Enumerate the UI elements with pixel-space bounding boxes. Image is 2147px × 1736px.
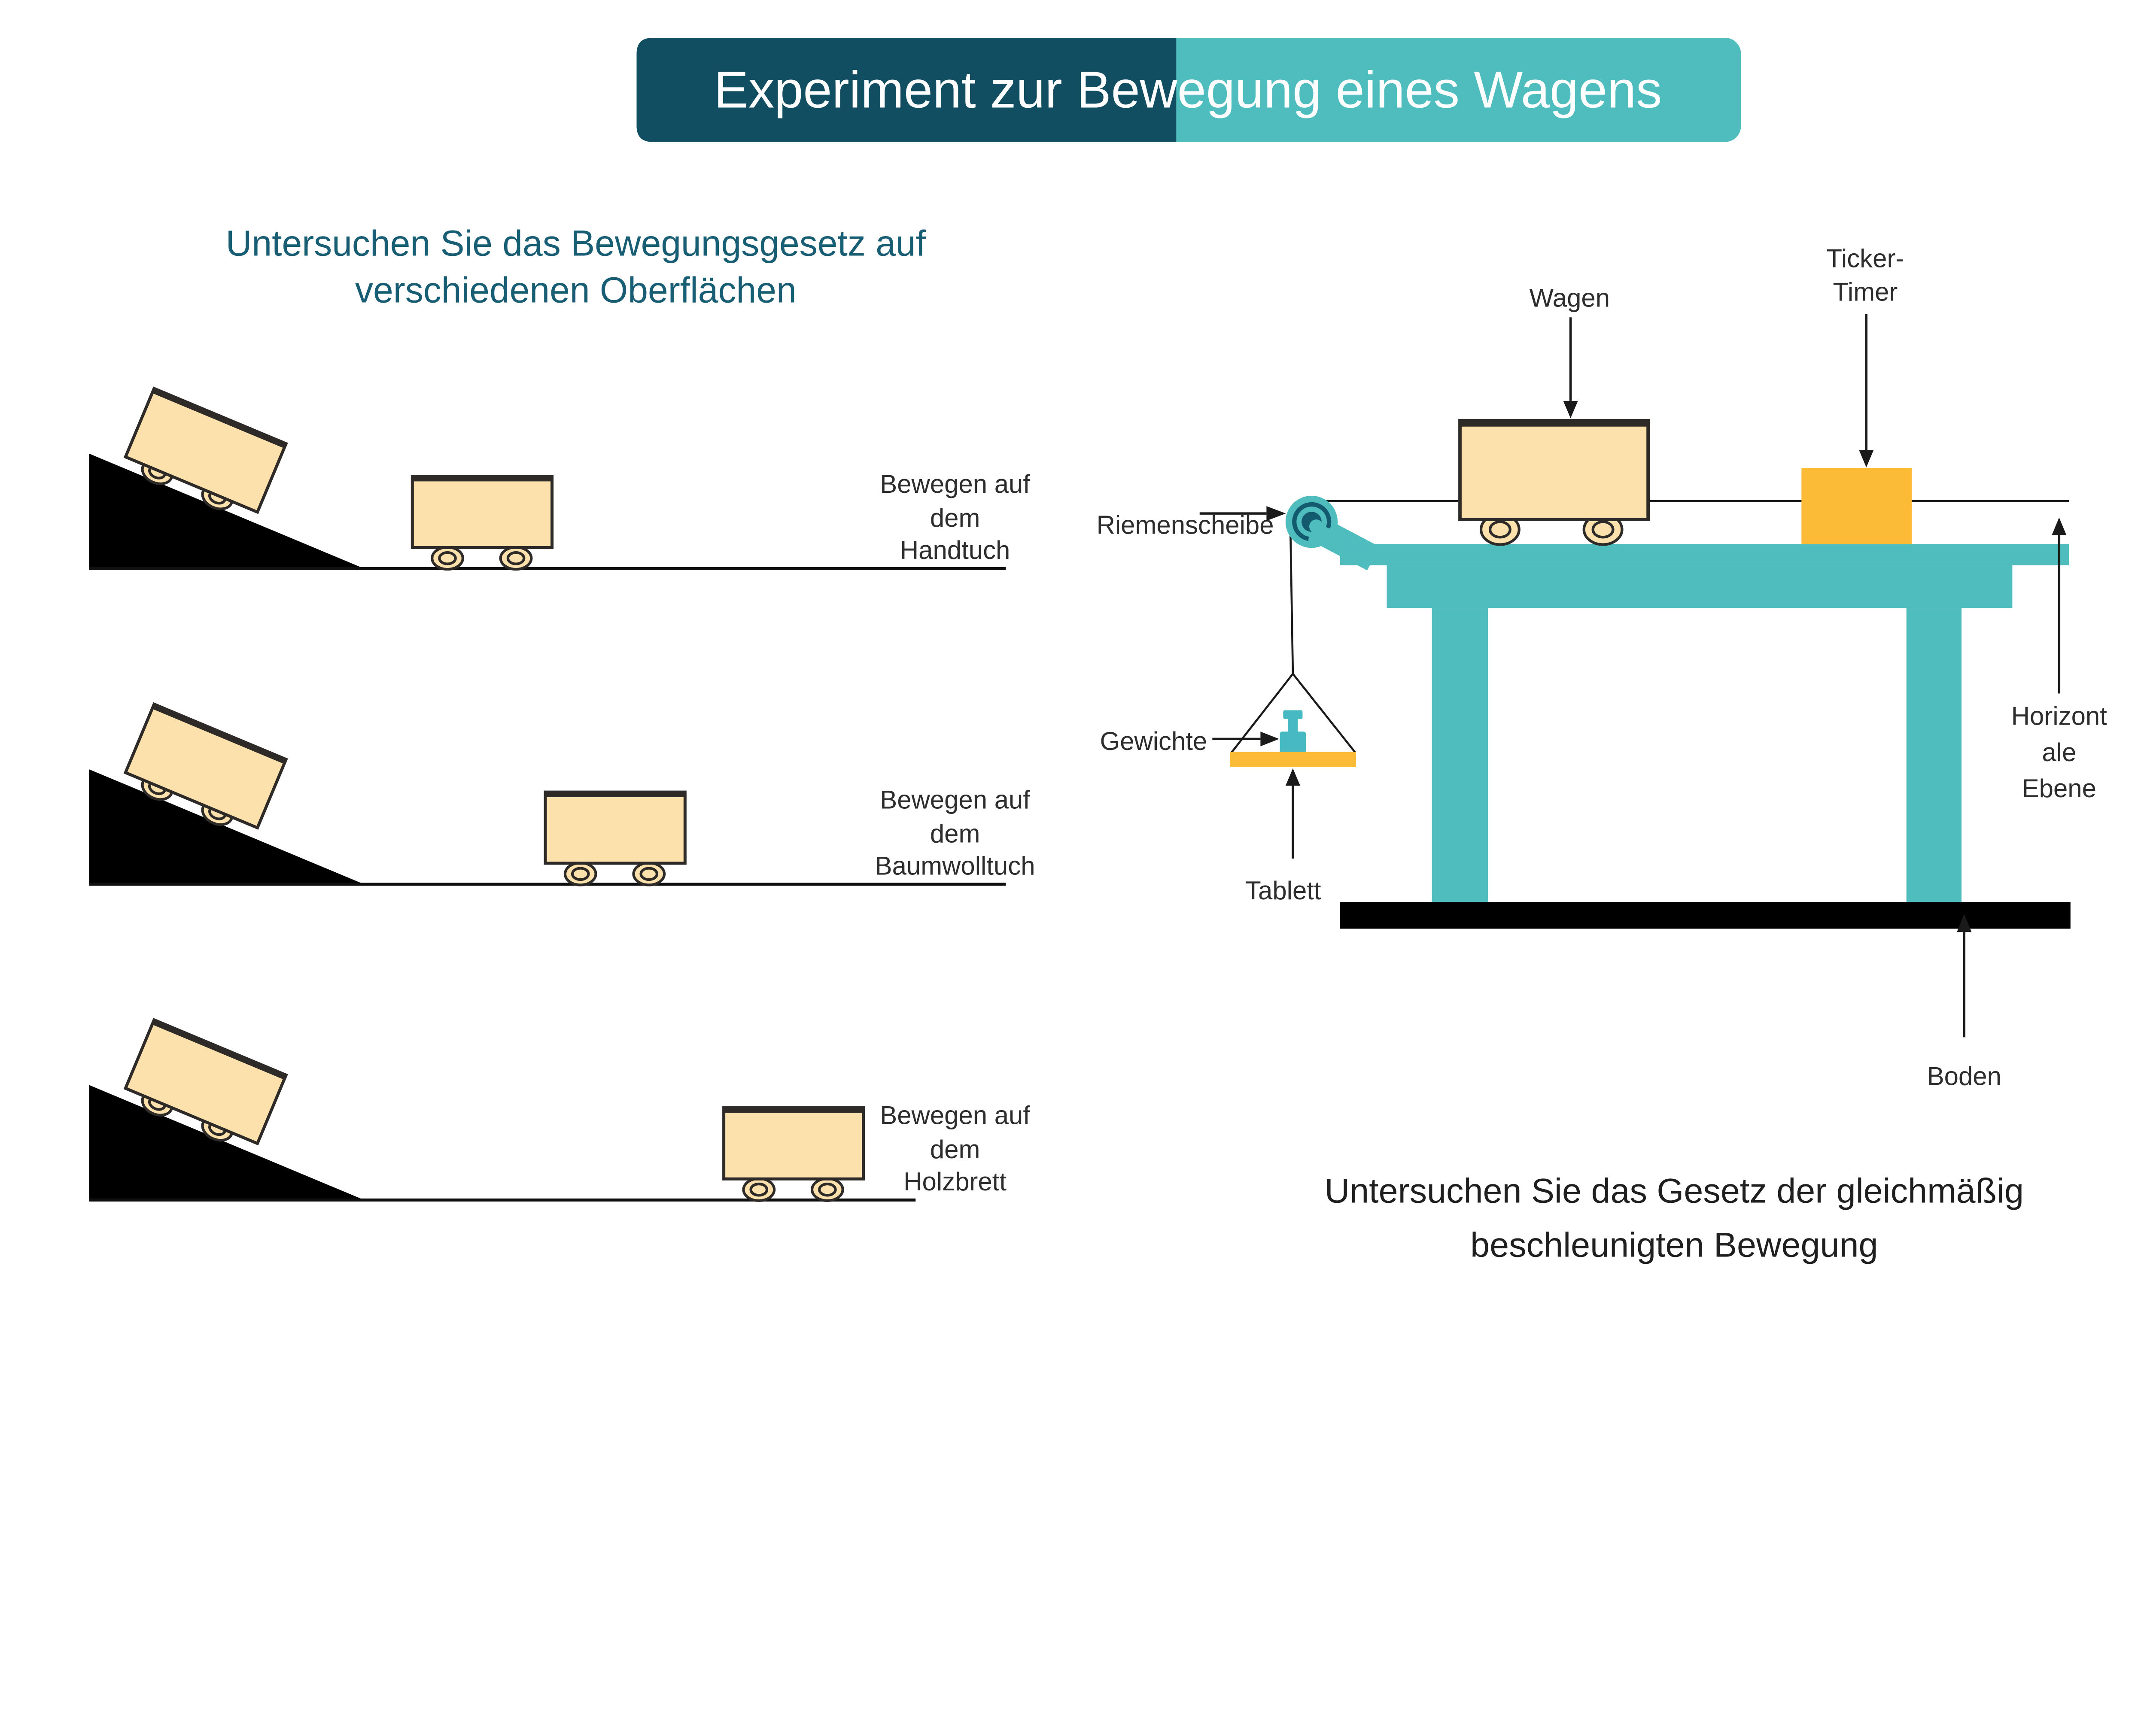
row-label-line1: Bewegen auf (880, 1101, 1030, 1130)
cart-on-ramp-icon (123, 702, 288, 830)
left-heading-line1: Untersuchen Sie das Bewegungsgesetz auf (226, 223, 926, 263)
cart-flat-icon (722, 1106, 865, 1202)
table-apron (1387, 565, 2013, 608)
left-heading: Untersuchen Sie das Bewegungsgesetz auf … (226, 223, 926, 310)
row-label-line2: dem (930, 1135, 980, 1164)
table-leg-left (1432, 608, 1488, 904)
tray (1230, 752, 1356, 767)
horizontale-arrowhead (2052, 517, 2067, 535)
row-label-line2: dem (930, 504, 980, 532)
riemenscheibe-label: Riemenscheibe (1097, 511, 1274, 540)
row-label-line3: Handtuch (900, 536, 1010, 565)
surface-row-baumwolltuch: Bewegen auf dem Baumwolltuch (89, 702, 1035, 886)
cart-flat-icon (544, 790, 687, 886)
page-title: Experiment zur Bewegung eines Wagens (714, 61, 1662, 119)
horizontale-label-line2: ale (2042, 738, 2076, 767)
table-experiment: Wagen Ticker- Timer Riemenscheibe Gewich… (1097, 244, 2107, 1265)
wagen-cart-icon (1458, 419, 1650, 546)
riemenscheibe-arrowhead (1266, 506, 1286, 521)
horizontale-label-line1: Horizont (2011, 702, 2107, 731)
boden-arrowhead (1957, 914, 1972, 932)
surface-row-handtuch: Bewegen auf dem Handtuch (89, 386, 1030, 571)
ticker-arrowhead (1859, 450, 1874, 467)
left-heading-line2: verschiedenen Oberflächen (355, 270, 797, 310)
cart-on-ramp-icon (123, 1018, 288, 1146)
gewichte-arrowhead (1260, 731, 1279, 747)
row-label-line1: Bewegen auf (880, 785, 1030, 814)
weight-icon (1280, 710, 1306, 753)
boden-label: Boden (1927, 1062, 2001, 1091)
right-caption-line1: Untersuchen Sie das Gesetz der gleichmäß… (1325, 1172, 2024, 1211)
row-label-line1: Bewegen auf (880, 470, 1030, 498)
cart-flat-icon (411, 475, 554, 571)
ticker-label-line2: Timer (1833, 277, 1898, 306)
banner-left-half (636, 37, 1177, 142)
wagen-label: Wagen (1529, 283, 1610, 312)
gewichte-label: Gewichte (1100, 727, 1207, 756)
floor (1340, 902, 2071, 929)
wagen-arrowhead (1563, 401, 1578, 419)
title-banner: Experiment zur Bewegung eines Wagens (636, 37, 1741, 142)
horizontale-label-line3: Ebene (2022, 774, 2096, 803)
tablett-label: Tablett (1245, 876, 1321, 905)
surface-row-holzbrett: Bewegen auf dem Holzbrett (89, 1018, 1030, 1202)
row-label-line3: Baumwolltuch (875, 851, 1035, 880)
experiment-page: Experiment zur Bewegung eines Wagens Unt… (89, 37, 2107, 1265)
row-label-line2: dem (930, 819, 980, 848)
pulley-icon (1285, 495, 1338, 548)
row-label-line3: Holzbrett (903, 1167, 1007, 1196)
ticker-timer-box (1801, 468, 1912, 544)
tablett-arrowhead (1285, 768, 1301, 786)
experiment-diagram: Experiment zur Bewegung eines Wagens Unt… (89, 37, 2107, 1265)
cart-on-ramp-icon (123, 386, 288, 514)
tabletop (1340, 543, 2069, 565)
table-leg-right (1906, 608, 1962, 904)
ticker-label-line1: Ticker- (1827, 244, 1904, 273)
string-to-tray (1230, 516, 1356, 753)
right-caption-line2: beschleunigten Bewegung (1470, 1226, 1878, 1265)
